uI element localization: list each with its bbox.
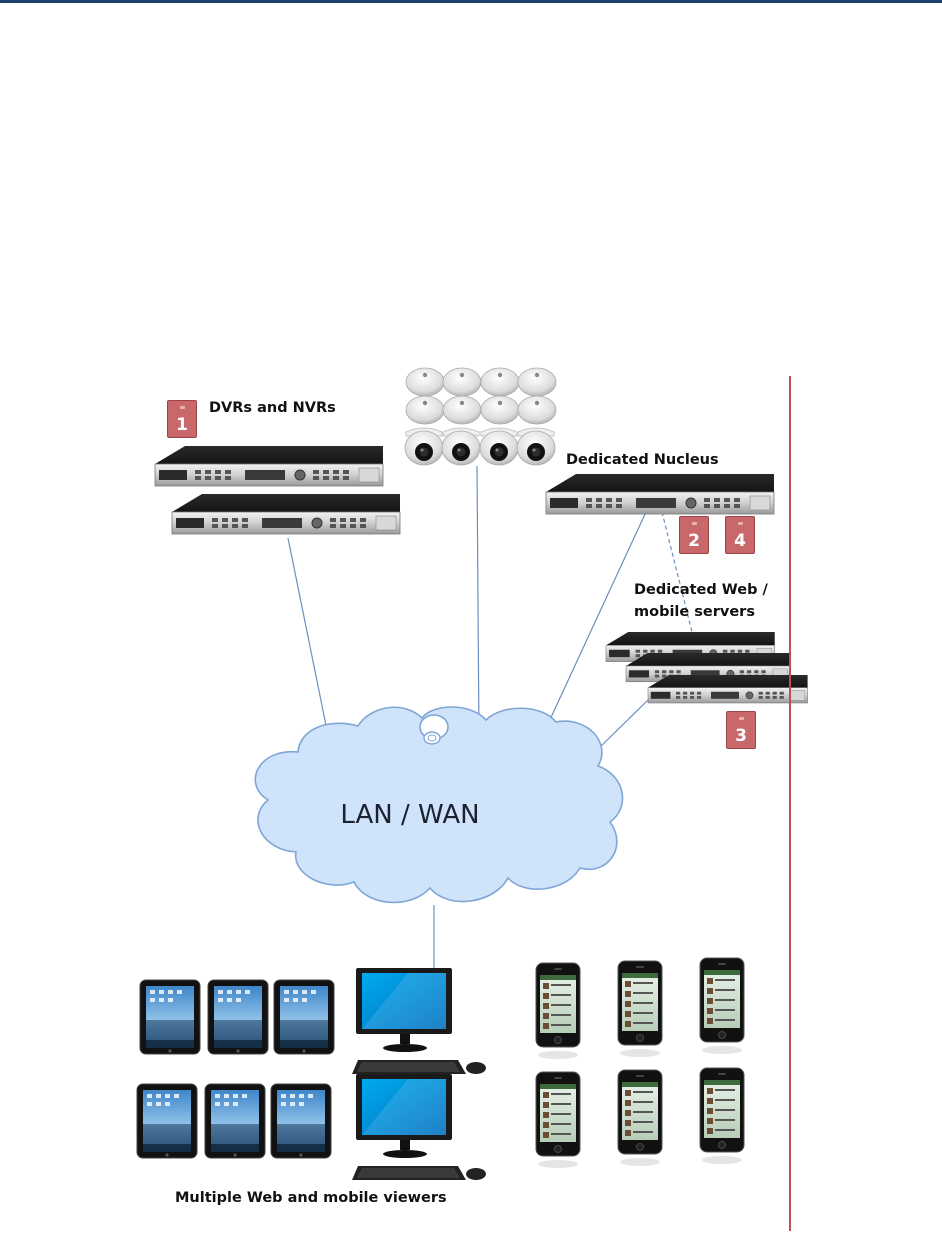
cloud-icon (254, 706, 624, 904)
top-rule (0, 0, 942, 3)
dome-camera-icon (517, 367, 557, 397)
rack-server-icon (171, 493, 401, 535)
desktop-monitor-icon (352, 1074, 486, 1180)
smartphone-icon (535, 962, 581, 1060)
smartphone-icon (617, 1069, 663, 1167)
dome-camera-icon (404, 427, 444, 466)
section-divider (789, 376, 791, 1231)
tablet-icon (204, 1083, 266, 1159)
smartphone-icon (617, 960, 663, 1058)
connection-lines (287, 465, 697, 978)
smartphone-icon (535, 1071, 581, 1169)
tablet-icon (136, 1083, 198, 1159)
nucleus-label: Dedicated Nucleus (566, 452, 719, 468)
smartphone-icon (699, 957, 745, 1055)
desktop-monitor-icon (352, 968, 486, 1074)
badge-2: 2 (679, 516, 709, 554)
dome-camera-icon (442, 395, 482, 425)
tablet-icon (273, 979, 335, 1055)
dome-camera-icon (479, 427, 519, 466)
link-cameras-to-network (476, 465, 480, 741)
dome-camera-icon (405, 395, 445, 425)
tablet-icon (139, 979, 201, 1055)
tablet-viewers (136, 979, 335, 1159)
rack-server-icon (154, 445, 384, 487)
badge-4: 4 (725, 516, 755, 554)
dome-camera-icon (442, 367, 482, 397)
badge-3: 3 (726, 711, 756, 749)
smartphone-viewers (535, 957, 745, 1169)
web-servers-label-line2: mobile servers (634, 604, 755, 620)
link-dvr-to-network (287, 537, 331, 746)
dome-camera-icon (405, 367, 445, 397)
link-nucleus-to-network (546, 511, 647, 727)
tablet-icon (207, 979, 269, 1055)
badge-1: 1 (167, 400, 197, 438)
dome-camera-icon (517, 395, 557, 425)
dome-camera-icon (516, 427, 556, 466)
dvrs-label: DVRs and NVRs (209, 400, 336, 416)
link-nucleus-to-web-servers (661, 511, 697, 649)
rack-server-icon (647, 674, 808, 704)
viewers-label: Multiple Web and mobile viewers (175, 1190, 447, 1206)
web-servers-label-line1: Dedicated Web / (634, 582, 768, 598)
dome-camera-icon (480, 395, 520, 425)
network-label: LAN / WAN (340, 800, 480, 830)
link-web-servers-to-network (594, 699, 649, 753)
tablet-icon (270, 1083, 332, 1159)
smartphone-icon (699, 1067, 745, 1165)
dome-camera-icon (441, 427, 481, 466)
dome-camera-icon (480, 367, 520, 397)
camera-array (404, 367, 557, 466)
rack-server-icon (545, 473, 775, 515)
